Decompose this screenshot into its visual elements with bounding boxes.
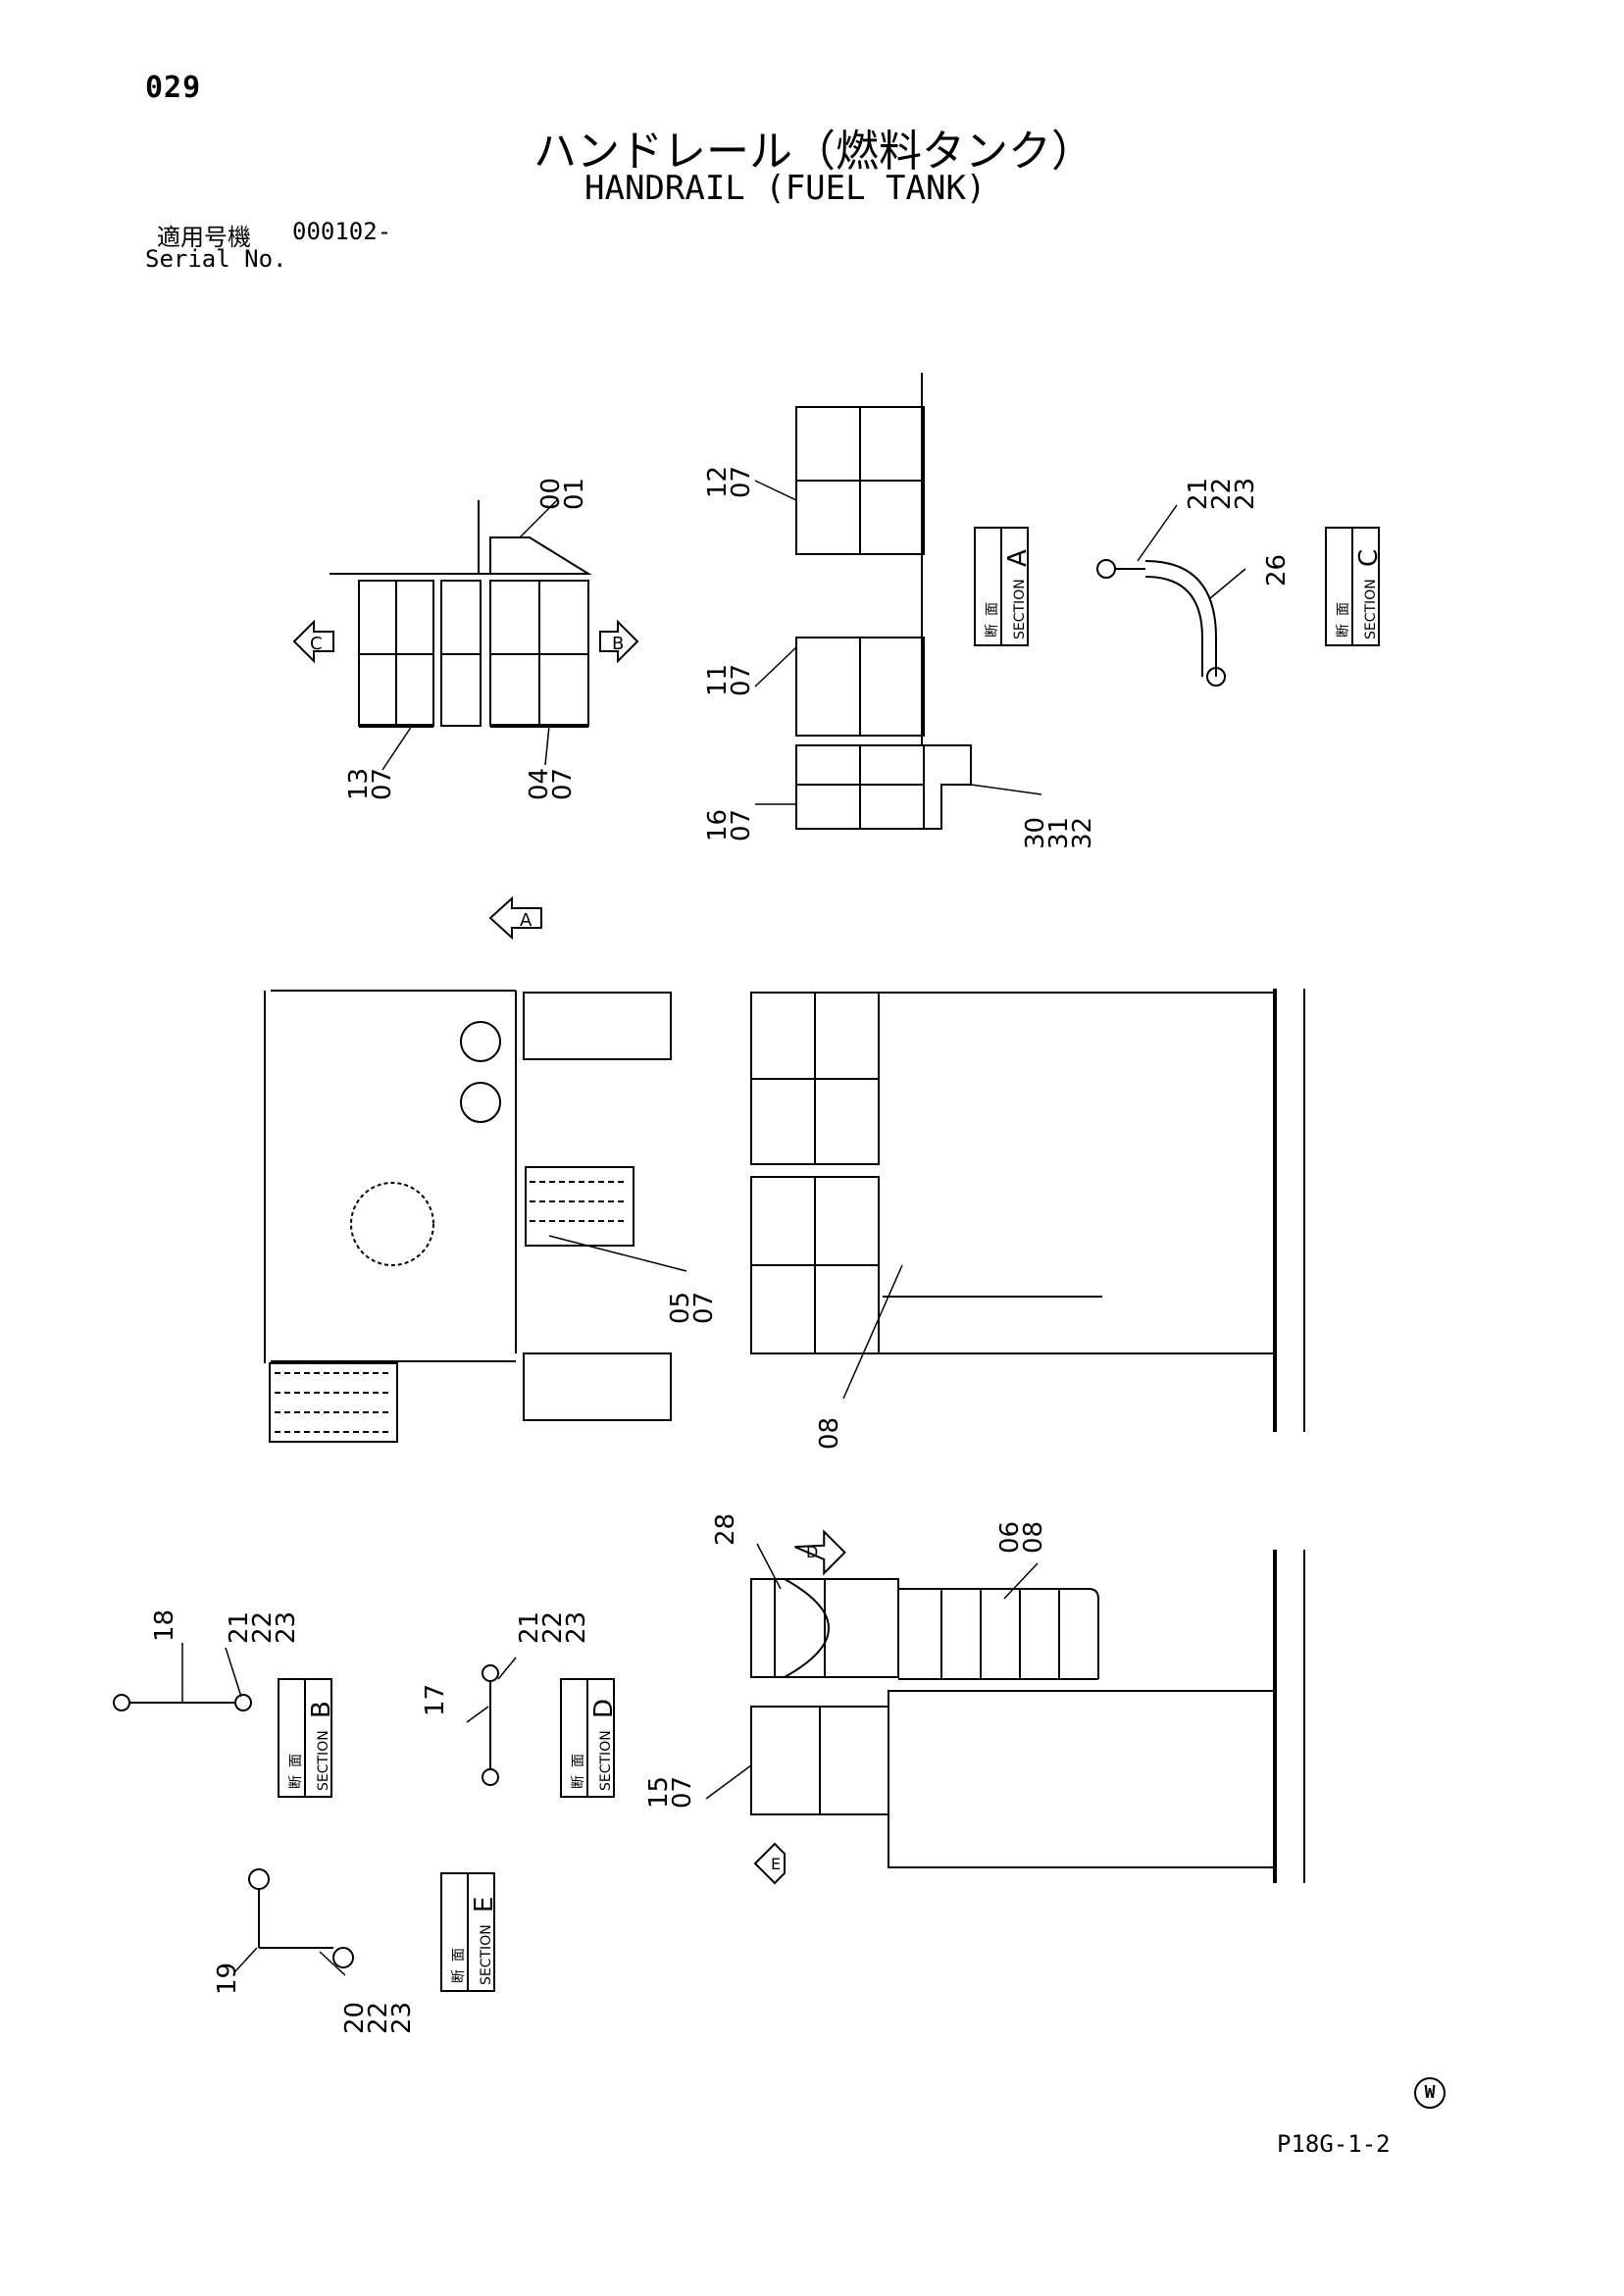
title-japanese: ハンドレール（燃料タンク） bbox=[533, 127, 1094, 177]
callout-23-d: 23 bbox=[562, 1611, 591, 1644]
section-c-letter: C bbox=[1354, 549, 1384, 567]
section-d-men: 面 bbox=[571, 1754, 586, 1767]
section-b-men: 面 bbox=[288, 1754, 304, 1767]
serial-label-english: Serial No. bbox=[145, 245, 287, 273]
callout-06: 06 bbox=[995, 1521, 1025, 1554]
section-a-dan: 断 bbox=[985, 624, 1000, 638]
callout-13: 13 bbox=[344, 768, 374, 800]
section-label-b bbox=[278, 1678, 332, 1798]
section-e-letter: E bbox=[470, 1897, 499, 1913]
callout-23-b: 23 bbox=[272, 1611, 301, 1644]
callout-12: 12 bbox=[703, 466, 733, 498]
side-view-top bbox=[795, 373, 972, 830]
section-c-word: SECTION bbox=[1363, 579, 1379, 639]
section-label-a bbox=[974, 527, 1029, 646]
callout-13-07: 07 bbox=[368, 768, 397, 800]
section-d-word: SECTION bbox=[598, 1730, 614, 1791]
callout-21-d: 21 bbox=[515, 1611, 544, 1644]
view-arrow-c-letter: C bbox=[310, 634, 323, 654]
callout-04-07: 07 bbox=[548, 768, 578, 800]
callout-23-e: 23 bbox=[387, 2002, 417, 2034]
callout-18: 18 bbox=[150, 1609, 179, 1642]
callout-04: 04 bbox=[525, 768, 554, 800]
callout-22-e: 22 bbox=[364, 2002, 393, 2034]
callout-01: 01 bbox=[560, 478, 589, 510]
callout-15-07: 07 bbox=[668, 1776, 697, 1809]
callout-30: 30 bbox=[1021, 817, 1050, 849]
callout-22-b: 22 bbox=[248, 1611, 278, 1644]
callout-00: 00 bbox=[536, 478, 566, 510]
section-c-dan: 断 bbox=[1336, 624, 1351, 638]
callout-26: 26 bbox=[1262, 554, 1292, 587]
view-arrow-e-letter: E bbox=[771, 1855, 781, 1873]
section-label-d bbox=[560, 1678, 615, 1798]
serial-label-japanese: 適用号機 bbox=[157, 224, 251, 251]
callout-20: 20 bbox=[340, 2002, 370, 2034]
section-b-letter: B bbox=[307, 1701, 336, 1718]
section-c-men: 面 bbox=[1336, 602, 1351, 616]
callout-28: 28 bbox=[711, 1513, 740, 1546]
callout-12-07: 07 bbox=[727, 466, 756, 498]
callout-32: 32 bbox=[1068, 817, 1097, 849]
callout-23-top: 23 bbox=[1231, 478, 1260, 510]
section-a-men: 面 bbox=[985, 602, 1000, 616]
view-arrow-b-letter: B bbox=[612, 634, 624, 654]
front-view-group bbox=[330, 500, 592, 728]
side-view-bottom bbox=[750, 1550, 1305, 1883]
callout-21-top: 21 bbox=[1184, 478, 1213, 510]
w-mark: W bbox=[1414, 2077, 1446, 2109]
section-e-dan: 断 bbox=[451, 1969, 467, 1983]
section-d-letter: D bbox=[589, 1699, 619, 1718]
plan-view-tank bbox=[264, 990, 672, 1443]
page-number: 029 bbox=[145, 71, 202, 105]
view-arrow-b: B bbox=[599, 619, 639, 664]
leader-lines bbox=[181, 480, 1246, 1976]
view-arrow-d: D bbox=[794, 1529, 846, 1576]
callout-05: 05 bbox=[666, 1292, 695, 1324]
section-e-part bbox=[248, 1868, 354, 1968]
callout-22-top: 22 bbox=[1207, 478, 1237, 510]
view-arrow-a-letter: A bbox=[520, 910, 533, 931]
section-e-men: 面 bbox=[451, 1948, 467, 1962]
section-a-letter: A bbox=[1003, 549, 1033, 567]
side-view-middle bbox=[750, 989, 1305, 1432]
section-e-word: SECTION bbox=[479, 1924, 494, 1985]
section-a-word: SECTION bbox=[1012, 579, 1028, 639]
section-d-part bbox=[482, 1664, 499, 1786]
callout-22-d: 22 bbox=[538, 1611, 568, 1644]
callout-16: 16 bbox=[703, 809, 733, 842]
view-arrow-e: E bbox=[753, 1842, 786, 1885]
section-b-dan: 断 bbox=[288, 1775, 304, 1789]
callout-31: 31 bbox=[1044, 817, 1074, 849]
serial-number-value: 000102- bbox=[292, 218, 392, 245]
callout-08: 08 bbox=[815, 1417, 844, 1450]
section-label-c bbox=[1325, 527, 1380, 646]
section-c-pipe bbox=[1096, 559, 1226, 687]
title-english: HANDRAIL (FUEL TANK) bbox=[584, 169, 987, 208]
callout-11-07: 07 bbox=[727, 664, 756, 696]
view-arrow-c: C bbox=[292, 619, 334, 664]
callout-17: 17 bbox=[421, 1684, 450, 1716]
callout-06-08: 08 bbox=[1019, 1521, 1048, 1554]
figure-code: P18G-1-2 bbox=[1277, 2130, 1391, 2158]
view-arrow-d-letter: D bbox=[806, 1543, 818, 1561]
callout-19: 19 bbox=[213, 1963, 242, 1995]
callout-05-07: 07 bbox=[689, 1292, 719, 1324]
section-d-dan: 断 bbox=[571, 1775, 586, 1789]
callout-15: 15 bbox=[644, 1776, 674, 1809]
section-b-word: SECTION bbox=[316, 1730, 331, 1791]
callout-21-b: 21 bbox=[225, 1611, 254, 1644]
callout-16-07: 07 bbox=[727, 809, 756, 842]
section-label-e bbox=[440, 1872, 495, 1992]
callout-11: 11 bbox=[703, 664, 733, 696]
view-arrow-a: A bbox=[488, 895, 542, 941]
